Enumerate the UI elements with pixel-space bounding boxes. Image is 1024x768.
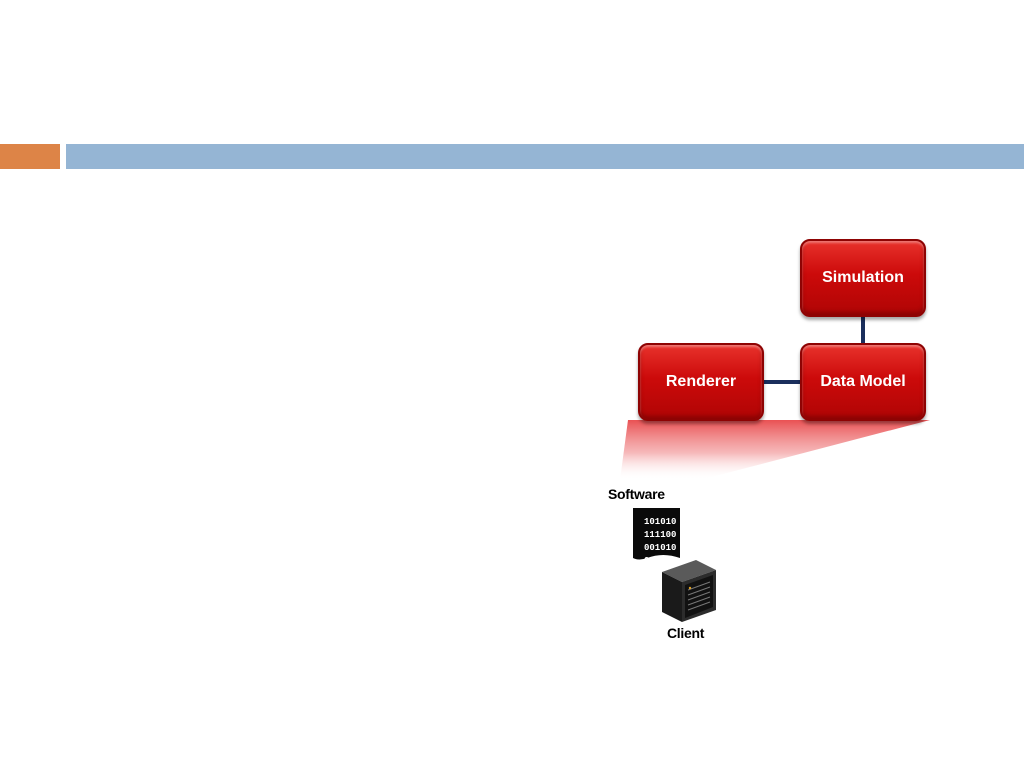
connector-renderer-datamodel (763, 380, 801, 384)
node-renderer: Renderer (638, 343, 764, 421)
server-tower-icon (662, 560, 716, 622)
binary-line: 101010 (644, 517, 676, 527)
binary-document-icon: 101010 111100 001010 011110 (633, 508, 680, 566)
node-simulation-label: Simulation (822, 269, 904, 286)
binary-line: 011110 (644, 556, 676, 566)
connector-simulation-datamodel (861, 316, 865, 346)
client-label: Client (667, 625, 705, 641)
node-data-model: Data Model (800, 343, 926, 421)
header-accent-orange (0, 144, 60, 169)
binary-line: 001010 (644, 543, 676, 553)
node-data-model-label: Data Model (820, 373, 906, 390)
node-renderer-label: Renderer (665, 373, 737, 390)
node-simulation: Simulation (800, 239, 926, 317)
software-label: Software (608, 486, 665, 502)
binary-line: 111100 (644, 530, 676, 540)
header-accent-blue (66, 144, 1024, 169)
